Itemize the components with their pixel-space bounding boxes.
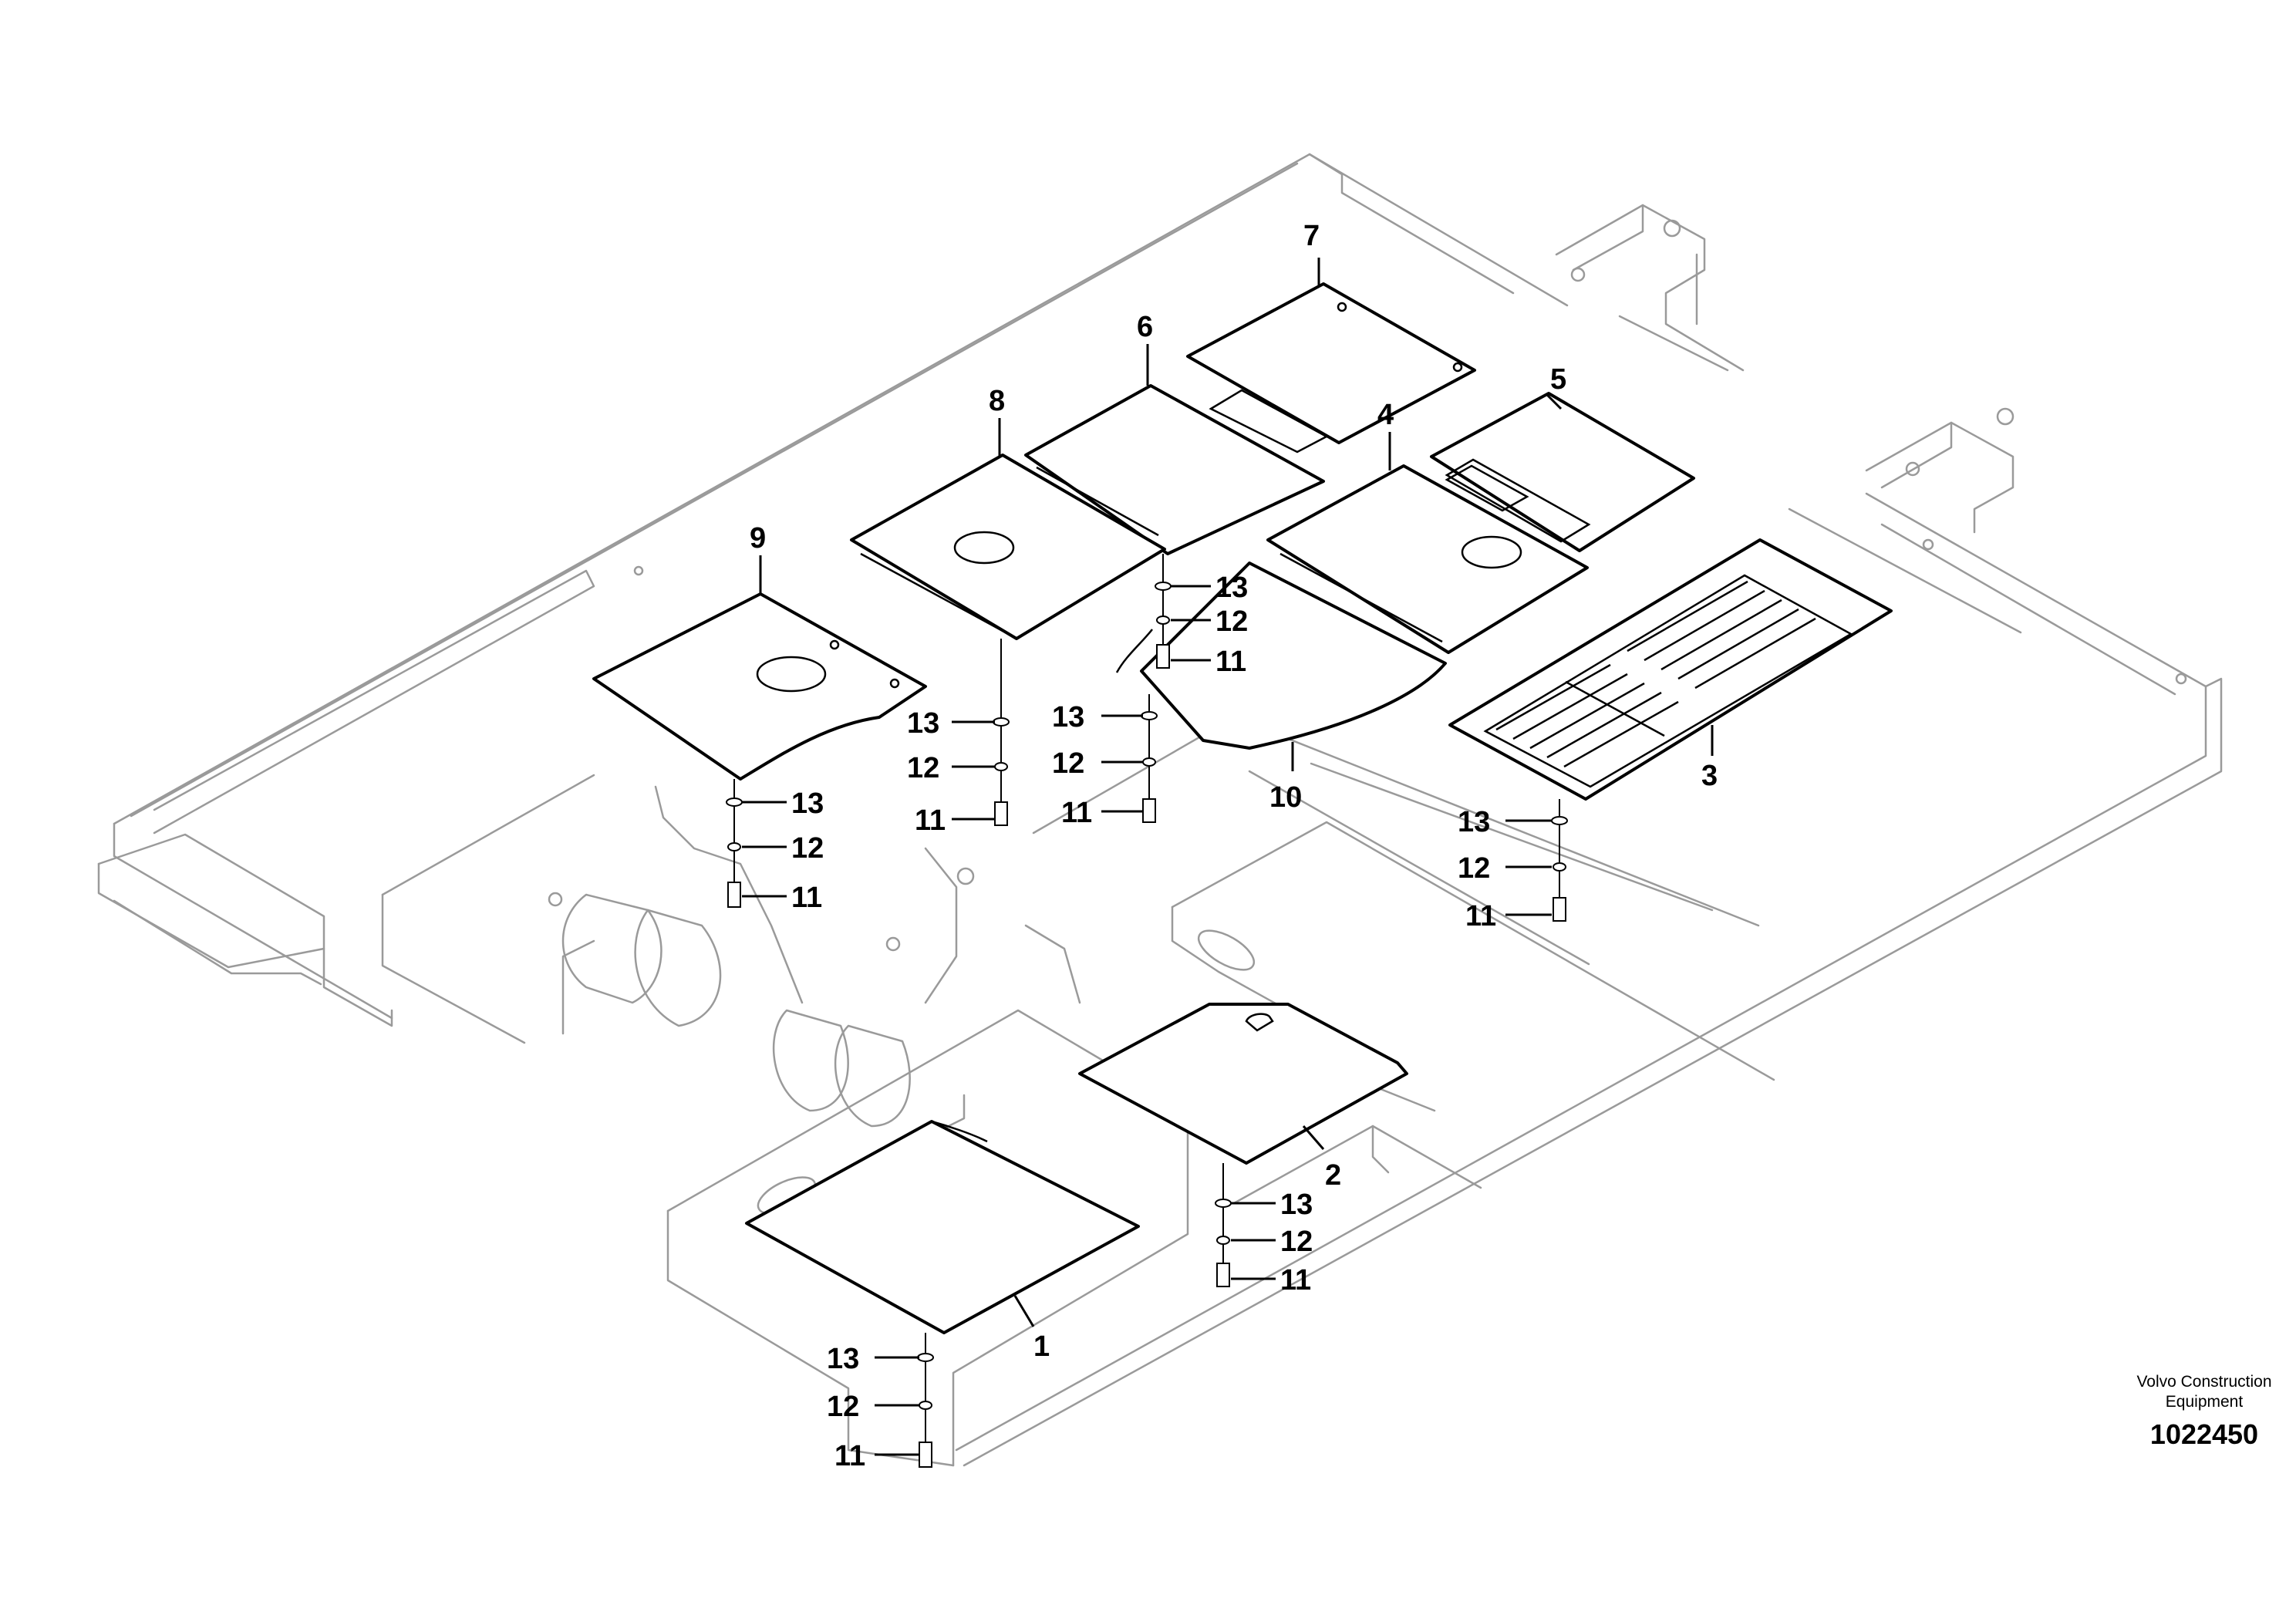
leader-line [1546,393,1563,410]
label-lock-washer: 12 [1215,605,1248,638]
cover-plate-1 [745,1120,1140,1334]
label-washer: 13 [907,707,939,740]
brand-block: Volvo Construction Equipment 1022450 [2136,1373,2271,1450]
label-bolt: 11 [1280,1264,1311,1297]
fastener-stack-3 [1551,799,1568,922]
label-part-9: 9 [750,522,766,555]
cover-plate-9 [592,555,927,781]
label-part-2: 2 [1325,1159,1341,1192]
label-part-3: 3 [1701,760,1718,792]
cover-plate-8 [850,418,1166,640]
label-lock-washer: 12 [791,832,824,865]
cover-plate-2 [1078,1003,1408,1165]
label-part-8: 8 [989,385,1005,417]
cover-plate-5 [1430,392,1695,552]
label-lock-washer: 12 [907,752,939,784]
label-washer: 13 [1215,572,1248,604]
label-bolt: 11 [1215,646,1246,678]
label-part-10: 10 [1269,781,1302,814]
label-part-7: 7 [1303,220,1320,252]
cover-plate-7 [1186,258,1476,444]
label-washer: 13 [827,1343,859,1375]
part-labels: 7 6 8 9 5 4 10 3 2 1 13 12 11 13 12 11 1… [750,220,1718,1472]
label-bolt: 11 [834,1440,865,1472]
brand-line-1: Volvo Construction [2136,1373,2271,1391]
label-washer: 13 [1280,1189,1313,1221]
fastener-stack-9 [726,779,743,908]
machine-frame [97,153,2223,1467]
label-bolt: 11 [1465,900,1496,932]
grille-slats [1495,580,1816,768]
label-lock-washer: 12 [1052,747,1084,780]
label-washer: 13 [1052,701,1084,733]
fastener-stack-10 [1141,694,1158,823]
leader-line [1013,1295,1035,1327]
label-washer: 13 [791,787,824,820]
cover-plate-4 [1266,432,1589,654]
label-part-6: 6 [1137,311,1153,343]
fastener-stack-8 [993,639,1010,826]
label-washer: 13 [1458,806,1490,838]
label-part-1: 1 [1033,1330,1050,1363]
cover-plate-6 [1024,344,1329,555]
brand-line-2: Equipment [2166,1393,2244,1411]
label-bolt: 11 [791,882,822,914]
label-part-4: 4 [1377,399,1394,431]
document-number: 1022450 [2150,1418,2258,1450]
fastener-stack-2 [1215,1163,1232,1287]
leader-line [1302,1125,1325,1150]
label-lock-washer: 12 [1458,852,1490,885]
grille-plate-3 [1448,538,1893,801]
label-part-5: 5 [1550,363,1566,396]
label-lock-washer: 12 [827,1391,859,1423]
label-bolt: 11 [915,804,946,837]
fastener-stack-6 [1155,554,1172,669]
label-bolt: 11 [1061,797,1092,829]
label-lock-washer: 12 [1280,1226,1313,1258]
callout-leaders [742,585,1552,1456]
cover-plate-10 [1115,561,1447,771]
fastener-stack-1 [917,1333,934,1468]
